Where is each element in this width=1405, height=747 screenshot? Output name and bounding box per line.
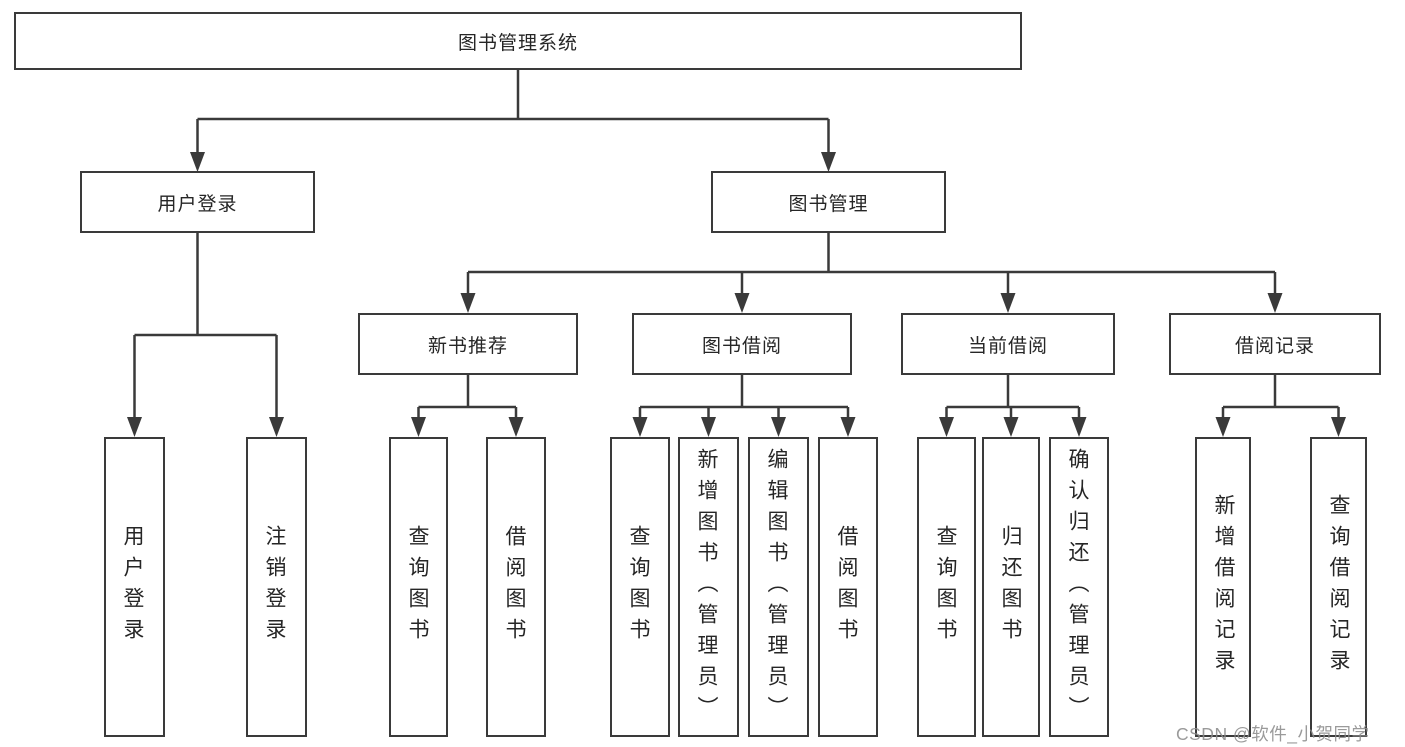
leaf-add-borrow-record: 新增借阅记录 (1195, 437, 1251, 737)
node-current-borrowing: 当前借阅 (901, 313, 1115, 375)
node-borrowing-records: 借阅记录 (1169, 313, 1381, 375)
leaf-query-borrow-record: 查询借阅记录 (1310, 437, 1367, 737)
leaf-user-login: 用户登录 (104, 437, 165, 737)
leaf-logout: 注销登录 (246, 437, 307, 737)
leaf-query-books-recommend: 查询图书 (389, 437, 448, 737)
csdn-watermark: CSDN @软件_小贺同学 (1176, 724, 1370, 744)
leaf-query-books-current: 查询图书 (917, 437, 976, 737)
leaf-query-books-borrowing: 查询图书 (610, 437, 670, 737)
leaf-borrow-books: 借阅图书 (818, 437, 878, 737)
leaf-return-books: 归还图书 (982, 437, 1040, 737)
leaf-add-books-admin: 新增图书（管理员） (678, 437, 739, 737)
node-book-borrowing: 图书借阅 (632, 313, 852, 375)
node-root-system: 图书管理系统 (14, 12, 1022, 70)
leaf-edit-books-admin: 编辑图书（管理员） (748, 437, 809, 737)
node-user-login-branch: 用户登录 (80, 171, 315, 233)
leaf-confirm-return-admin: 确认归还（管理员） (1049, 437, 1109, 737)
node-book-management-branch: 图书管理 (711, 171, 946, 233)
node-new-book-recommend: 新书推荐 (358, 313, 578, 375)
leaf-borrow-books-recommend: 借阅图书 (486, 437, 546, 737)
